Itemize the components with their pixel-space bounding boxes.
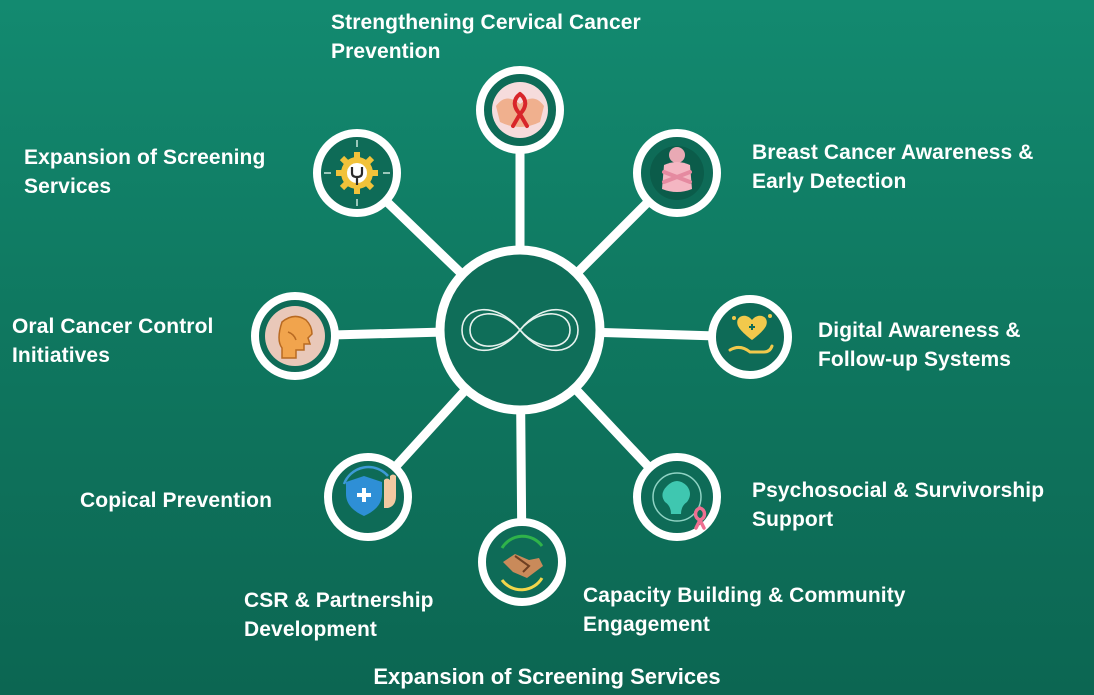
node-capacity xyxy=(478,518,566,606)
label-capacity: Capacity Building & Community Engagement xyxy=(583,584,906,636)
gear-wrench-icon xyxy=(324,140,390,206)
breast-awareness-icon xyxy=(650,146,704,200)
footer-caption: Expansion of Screening Services xyxy=(373,664,721,689)
node-oral xyxy=(251,292,339,380)
oral-anatomy-icon xyxy=(265,306,325,366)
node-copical xyxy=(324,453,412,541)
label-screening: Expansion of Screening Services xyxy=(24,146,266,198)
label-copical: Copical Prevention xyxy=(80,489,273,512)
node-digital xyxy=(708,295,792,379)
node-screening xyxy=(313,129,401,217)
heart-care-hand-icon xyxy=(728,314,774,354)
infinity-icon xyxy=(461,308,579,352)
shield-hand-icon xyxy=(342,465,396,516)
center-hub xyxy=(435,245,605,415)
label-oral: Oral Cancer Control Initiatives xyxy=(12,315,214,367)
node-psychosocial xyxy=(633,453,721,541)
label-breast: Breast Cancer Awareness & Early Detectio… xyxy=(752,141,1034,193)
label-digital: Digital Awareness & Follow-up Systems xyxy=(818,319,1021,371)
label-csr: CSR & Partnership Development xyxy=(244,589,434,641)
node-cervical xyxy=(476,66,564,154)
node-breast xyxy=(633,129,721,217)
label-psychosocial: Psychosocial & Survivorship Support xyxy=(752,479,1045,531)
head-ribbon-icon xyxy=(652,472,707,530)
ribbon-hands-icon xyxy=(492,82,548,138)
handshake-icon xyxy=(500,534,544,592)
label-cervical: Strengthening Cervical Cancer Prevention xyxy=(331,11,641,63)
